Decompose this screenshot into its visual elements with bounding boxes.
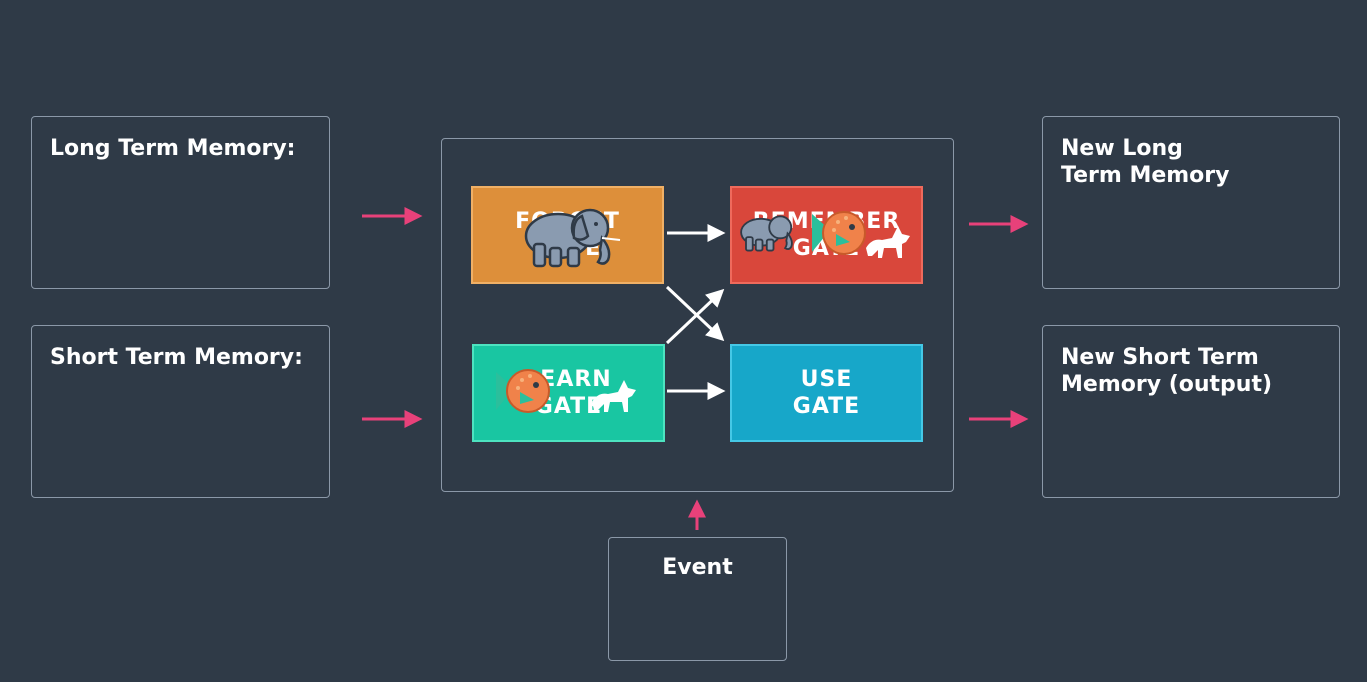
event-box: Event	[608, 537, 787, 661]
wolf-icon	[866, 226, 910, 258]
forget-to-use-arrow	[665, 285, 725, 342]
long-term-memory-label: Long Term Memory:	[50, 136, 296, 161]
new-short-term-memory-box: New Short Term Memory (output)	[1042, 325, 1340, 498]
learn-to-remember-arrow	[665, 288, 725, 345]
fish-icon	[496, 369, 550, 413]
new-long-term-memory-label: New Long Term Memory	[1061, 136, 1230, 188]
fish-icon	[812, 211, 866, 255]
long-term-memory-box: Long Term Memory:	[31, 116, 330, 289]
event-label: Event	[662, 555, 733, 580]
lstm-cell-box	[441, 138, 954, 492]
new-short-term-memory-label: New Short Term Memory (output)	[1061, 345, 1273, 397]
elephant-icon	[740, 215, 793, 252]
use-gate: USE GATE	[730, 344, 923, 442]
use-gate-label: USE GATE	[792, 367, 861, 419]
short-term-memory-box: Short Term Memory:	[31, 325, 330, 498]
elephant-icon	[524, 208, 621, 268]
new-long-term-memory-box: New Long Term Memory	[1042, 116, 1340, 289]
wolf-icon	[592, 380, 636, 412]
short-term-memory-label: Short Term Memory:	[50, 345, 303, 370]
